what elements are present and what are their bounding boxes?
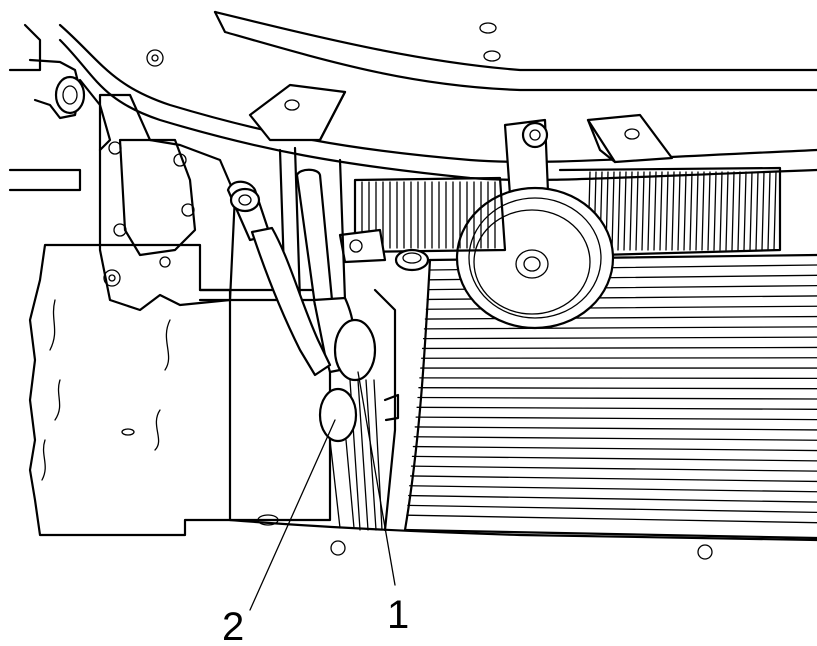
hatch-line bbox=[653, 171, 657, 251]
hatch-line bbox=[761, 171, 765, 251]
condenser-fin-line bbox=[423, 326, 817, 330]
hatch-line bbox=[737, 171, 741, 251]
lower-cross-member bbox=[228, 518, 817, 560]
hatch-line bbox=[725, 171, 729, 251]
gear-teeth bbox=[361, 181, 496, 249]
condenser-fin-line bbox=[408, 494, 817, 503]
fan-pulley bbox=[455, 118, 615, 330]
condenser-core bbox=[403, 253, 817, 540]
condenser-fin-line bbox=[414, 426, 817, 431]
hatch-line bbox=[617, 171, 621, 251]
hatch-line bbox=[647, 171, 651, 251]
hatch-line bbox=[659, 171, 663, 251]
right-mounting-bracket bbox=[586, 113, 674, 164]
hatch-line bbox=[671, 171, 675, 251]
callout-label-2: 2 bbox=[222, 605, 244, 646]
shroud-hatching bbox=[587, 171, 777, 251]
upper-left-hose-fitting bbox=[28, 58, 112, 152]
upper-cross-member bbox=[213, 10, 817, 92]
hose-2 bbox=[226, 180, 358, 529]
left-frame bbox=[8, 23, 237, 312]
hatch-line bbox=[707, 171, 711, 251]
housing-fitting bbox=[338, 228, 430, 272]
condenser-fin-line bbox=[407, 504, 817, 514]
hatch-line bbox=[623, 171, 627, 251]
condenser-fins bbox=[406, 264, 817, 524]
hatch-line bbox=[695, 171, 699, 251]
condenser-fin-line bbox=[422, 336, 817, 340]
support-rail bbox=[58, 23, 817, 182]
drive-gear bbox=[353, 176, 507, 254]
center-bracket-lines bbox=[278, 146, 400, 532]
hatch-line bbox=[713, 171, 717, 251]
hatch-line bbox=[755, 171, 759, 251]
hatch-line bbox=[701, 171, 705, 251]
callout-label-1: 1 bbox=[387, 593, 409, 637]
hatch-line bbox=[611, 171, 615, 251]
hatch-line bbox=[749, 171, 753, 251]
condenser-fin-line bbox=[417, 396, 817, 400]
condenser-fin-line bbox=[413, 436, 817, 441]
hose-1 bbox=[295, 168, 383, 531]
leader-line-2 bbox=[249, 419, 336, 611]
upper-shroud bbox=[558, 166, 782, 257]
condenser-fin-line bbox=[424, 315, 817, 320]
condenser-fin-line bbox=[410, 465, 817, 472]
condenser-fin-line bbox=[412, 445, 817, 452]
hatch-line bbox=[743, 171, 747, 251]
hatch-line bbox=[773, 171, 777, 251]
hatch-line bbox=[689, 171, 693, 251]
leader-line-1 bbox=[357, 371, 396, 586]
condenser-fin-line bbox=[416, 406, 817, 410]
condenser-fin-line bbox=[409, 475, 817, 483]
condenser-fin-line bbox=[418, 387, 817, 390]
hatch-line bbox=[767, 171, 771, 251]
condenser-fin-line bbox=[421, 346, 817, 350]
condenser-fin-line bbox=[419, 377, 817, 380]
hatch-line bbox=[635, 171, 639, 251]
condenser-fin-line bbox=[421, 357, 817, 359]
condenser-fin-line bbox=[415, 416, 817, 421]
hatch-line bbox=[731, 171, 735, 251]
hatch-line bbox=[629, 171, 633, 251]
hatch-line bbox=[677, 171, 681, 251]
top-mounting-bracket bbox=[248, 83, 347, 142]
callout-leaders bbox=[249, 371, 396, 611]
hatch-line bbox=[665, 171, 669, 251]
hatch-line bbox=[683, 171, 687, 251]
hatch-line bbox=[719, 171, 723, 251]
condenser-fin-line bbox=[406, 514, 817, 524]
condenser-fin-line bbox=[411, 455, 817, 462]
condenser-fin-line bbox=[409, 485, 817, 493]
hatch-line bbox=[641, 171, 645, 251]
